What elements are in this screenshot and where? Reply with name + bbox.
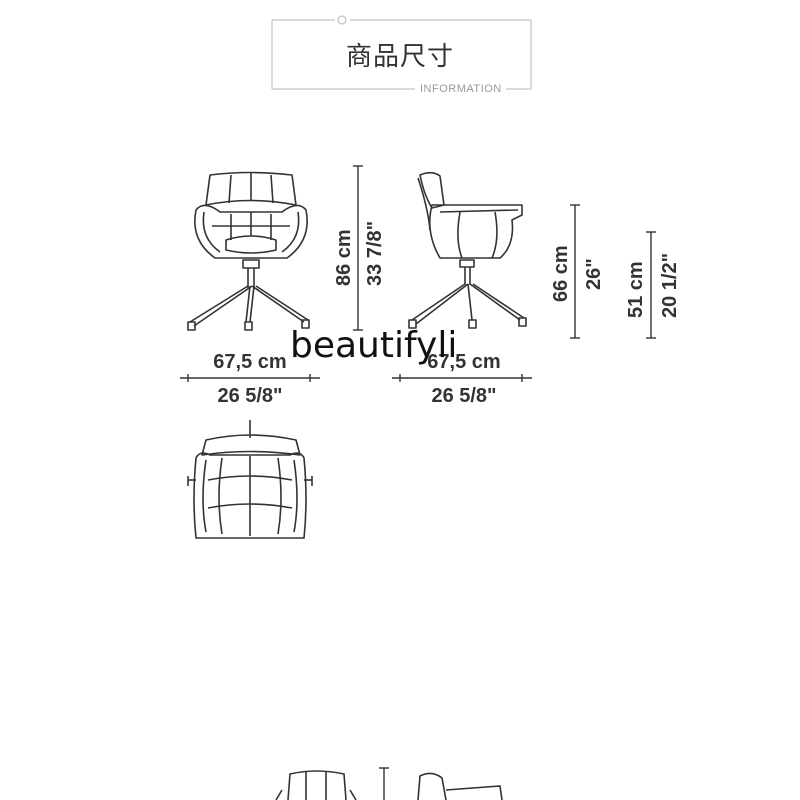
- front-width-dimension: [180, 374, 320, 382]
- front-height-in-label: 33 7/8": [364, 221, 386, 286]
- seat-height-dimension: [646, 231, 656, 339]
- side-arm-height-in-label: 26": [583, 258, 605, 290]
- front-view-chair: [187, 171, 310, 331]
- side-arm-height-dimension: [570, 204, 580, 339]
- side-width-dimension: [392, 374, 532, 382]
- watermark-text: beautifyli: [290, 325, 458, 366]
- side-arm-height-cm-label: 66 cm: [550, 245, 572, 302]
- side-width-in-label: 26 5/8": [431, 385, 496, 407]
- bottom-partial-side-chair: [417, 772, 503, 800]
- front-width-in-label: 26 5/8": [217, 385, 282, 407]
- page-title: 商品尺寸: [345, 42, 454, 72]
- page-subtitle: INFORMATION: [420, 83, 502, 95]
- bottom-partial-height-dimension: [379, 767, 389, 800]
- top-view-chair: [187, 420, 313, 539]
- side-width-cm-label: 67,5 cm: [427, 351, 500, 373]
- front-height-cm-label: 86 cm: [333, 229, 355, 286]
- header-frame: [271, 15, 532, 90]
- seat-height-in-label: 20 1/2": [659, 253, 681, 318]
- side-view-chair: [408, 171, 527, 329]
- bottom-partial-front-chair: [275, 770, 357, 800]
- front-width-cm-label: 67,5 cm: [213, 351, 286, 373]
- front-height-dimension: [353, 165, 363, 331]
- seat-height-cm-label: 51 cm: [625, 261, 647, 318]
